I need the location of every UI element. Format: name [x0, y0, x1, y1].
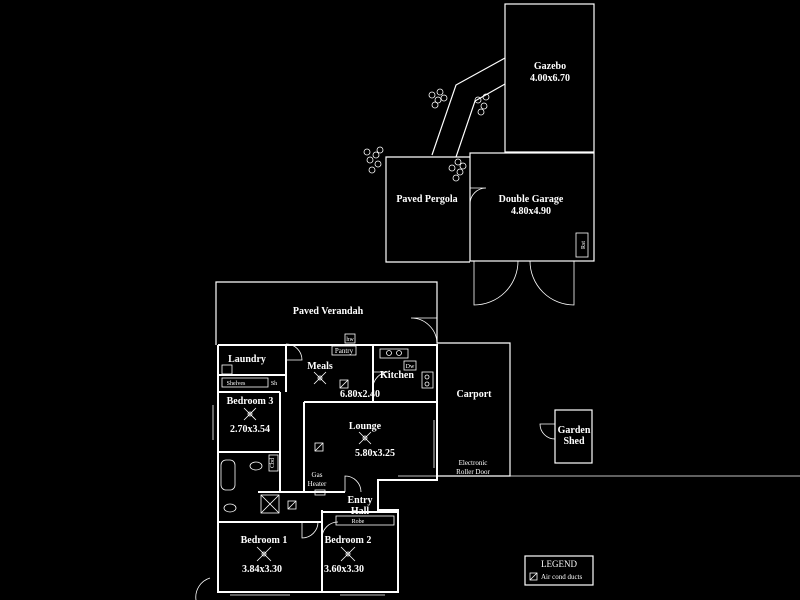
pantry-label: Pantry	[335, 347, 354, 355]
kitchen: Kitchen Dw	[372, 348, 434, 389]
meals-name: Meals	[307, 361, 333, 372]
meals: Meals 6.80x2.40	[307, 361, 380, 400]
carport-name: Carport	[457, 389, 493, 400]
garden-shed-name-2: Shed	[563, 436, 585, 447]
carport: Carport Electronic Roller Door	[456, 389, 492, 476]
kitchen-name: Kitchen	[380, 370, 414, 381]
plant-icon	[363, 88, 490, 182]
gas-heater-label-2: Heater	[308, 480, 327, 488]
laundry-name: Laundry	[228, 354, 266, 365]
gazebo: Gazebo 4.00x6.70	[504, 3, 595, 153]
lounge-dims: 5.80x3.25	[355, 448, 395, 459]
hws-label: hw	[346, 337, 354, 343]
bedroom-3: Bedroom 3 2.70x3.54	[212, 396, 274, 440]
bedroom-1-dims: 3.84x3.30	[242, 564, 282, 575]
garden-shed-name: Garden	[558, 425, 591, 436]
bedroom-3-dims: 2.70x3.54	[230, 424, 270, 435]
bedroom-2-name: Bedroom 2	[325, 535, 372, 546]
sh-label: Sh	[271, 381, 277, 387]
robe: Robe	[335, 515, 395, 526]
gas-heater-label-1: Gas	[312, 471, 323, 479]
garage-rst: Rst	[581, 241, 587, 249]
paved-verandah: Paved Verandah	[215, 281, 438, 345]
bedroom-2: Bedroom 2 3.60x3.30	[321, 521, 385, 596]
dishwasher-label: Dw	[406, 364, 415, 370]
roller-door-label: Roller Door	[456, 468, 490, 476]
entry-hall-name: Entry	[348, 495, 373, 506]
double-garage-dims: 4.80x4.90	[511, 206, 551, 217]
electronic-label: Electronic	[459, 459, 488, 467]
legend-title: LEGEND	[541, 559, 577, 569]
garden-shed: Garden Shed	[539, 409, 593, 464]
hws-pantry: hw Pantry	[331, 333, 357, 356]
legend: LEGEND Air cond ducts	[524, 555, 594, 586]
laundry: Laundry	[221, 343, 303, 375]
lounge-name: Lounge	[349, 421, 382, 432]
gazebo-dims: 4.00x6.70	[530, 73, 570, 84]
house-walls	[217, 342, 800, 593]
bedroom-1-name: Bedroom 1	[241, 535, 288, 546]
gazebo-name: Gazebo	[534, 61, 566, 72]
paved-pergola-name: Paved Pergola	[396, 194, 457, 205]
bedroom-3-name: Bedroom 3	[227, 396, 274, 407]
double-garage: Double Garage 4.80x4.90 Rst	[469, 152, 595, 306]
entry-hall: Entry Hall	[344, 475, 373, 517]
paved-verandah-name: Paved Verandah	[293, 306, 364, 317]
bedroom-2-dims: 3.60x3.30	[324, 564, 364, 575]
cbd-label: Cbd	[270, 458, 276, 468]
bathroom: Cbd	[220, 454, 297, 514]
robe-label: Robe	[352, 519, 365, 525]
door-arc	[195, 577, 211, 600]
bedroom-1: Bedroom 1 3.84x3.30	[230, 521, 319, 596]
interior-walls	[218, 345, 437, 592]
lounge: Lounge 5.80x3.25	[314, 420, 435, 468]
meals-kitchen-dims: 6.80x2.40	[340, 389, 380, 400]
gas-heater: Gas Heater	[308, 471, 327, 496]
walkway	[431, 57, 506, 158]
shelves: Shelves Sh	[221, 377, 277, 388]
shelves-label: Shelves	[227, 381, 246, 387]
paved-pergola: Paved Pergola	[385, 156, 470, 263]
legend-item: Air cond ducts	[541, 573, 582, 581]
entry-hall-name-2: Hall	[351, 506, 370, 517]
double-garage-name: Double Garage	[499, 194, 564, 205]
